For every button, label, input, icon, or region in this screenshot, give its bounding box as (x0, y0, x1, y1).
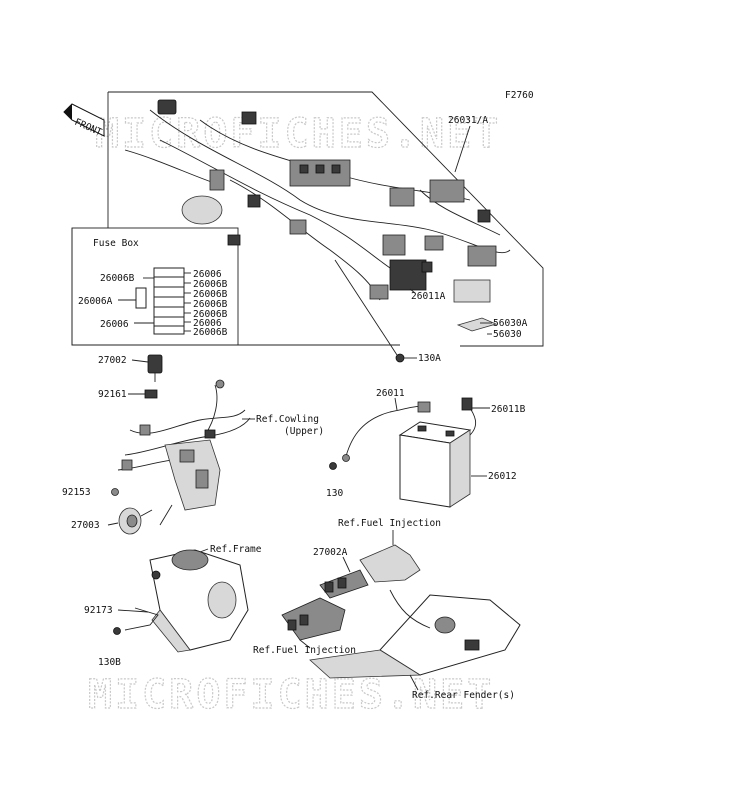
part-130A-bolt (395, 353, 405, 363)
fuse-box-diagram (118, 267, 191, 335)
fuse-label-r7: 26006B (193, 327, 228, 338)
label-26011B: 26011B (491, 404, 526, 415)
part-92173-clamp (124, 607, 159, 631)
front-sub-harness (117, 379, 251, 511)
label-26031A: 26031/A (448, 115, 488, 126)
part-130B-bolt (113, 627, 121, 635)
part-92153 (111, 488, 119, 496)
fuse-label-r2: 26006B (193, 279, 228, 290)
part-27003-horn (118, 504, 173, 535)
frame-section (149, 549, 249, 653)
label-ref-cowling-upper: (Upper) (284, 426, 324, 437)
label-ref-rear-fender: Ref.Rear Fender(s) (412, 690, 515, 701)
main-wiring-harness (124, 99, 511, 303)
label-ref-cowling: Ref.Cowling (256, 414, 319, 425)
fuse-label-l1: 26006B (100, 273, 135, 284)
fuse-label-l3: 26006 (100, 319, 129, 330)
label-ref-frame: Ref.Frame (210, 544, 262, 555)
label-27002A: 27002A (313, 547, 348, 558)
label-56030: 56030 (493, 329, 522, 340)
label-130B: 130B (98, 657, 121, 668)
fuse-box-frame (71, 227, 239, 346)
fuse-box-title: Fuse Box (93, 238, 139, 249)
label-92153: 92153 (62, 487, 91, 498)
part-26012-battery (398, 421, 472, 508)
part-92161 (144, 389, 158, 399)
part-130-bolt (329, 462, 337, 470)
harness-frame (108, 91, 544, 347)
label-56030A: 56030A (493, 318, 528, 329)
fuse-label-r3: 26006B (193, 289, 228, 300)
label-27003: 27003 (71, 520, 100, 531)
fuel-injection-bottom (281, 597, 346, 641)
fuse-label-l2: 26006A (78, 296, 113, 307)
label-92173: 92173 (84, 605, 113, 616)
label-26012: 26012 (488, 471, 517, 482)
part-27002-relay (147, 354, 163, 382)
front-arrow-icon: FRONT (63, 103, 105, 138)
watermark-top: MICROFICHES.NET (95, 111, 501, 157)
part-56030 (456, 317, 498, 335)
label-130A: 130A (418, 353, 441, 364)
fuse-label-r5: 26006B (193, 309, 228, 320)
label-130: 130 (326, 488, 343, 499)
label-92161: 92161 (98, 389, 127, 400)
label-26011A: 26011A (411, 291, 446, 302)
label-26011: 26011 (376, 388, 405, 399)
fuse-label-r4: 26006B (193, 299, 228, 310)
fuse-label-r6: 26006 (193, 318, 222, 329)
label-ref-fuel-injection-bottom: Ref.Fuel Injection (253, 645, 356, 656)
part-26011-cable (342, 401, 431, 462)
fuel-injection-top (319, 544, 421, 599)
label-ref-fuel-injection-top: Ref.Fuel Injection (338, 518, 441, 529)
rear-fender (309, 589, 521, 679)
fuse-label-r1: 26006 (193, 269, 222, 280)
diagram-code: F2760 (505, 90, 534, 101)
watermark-bottom: MICROFICHES.NET (88, 672, 494, 718)
label-27002: 27002 (98, 355, 127, 366)
